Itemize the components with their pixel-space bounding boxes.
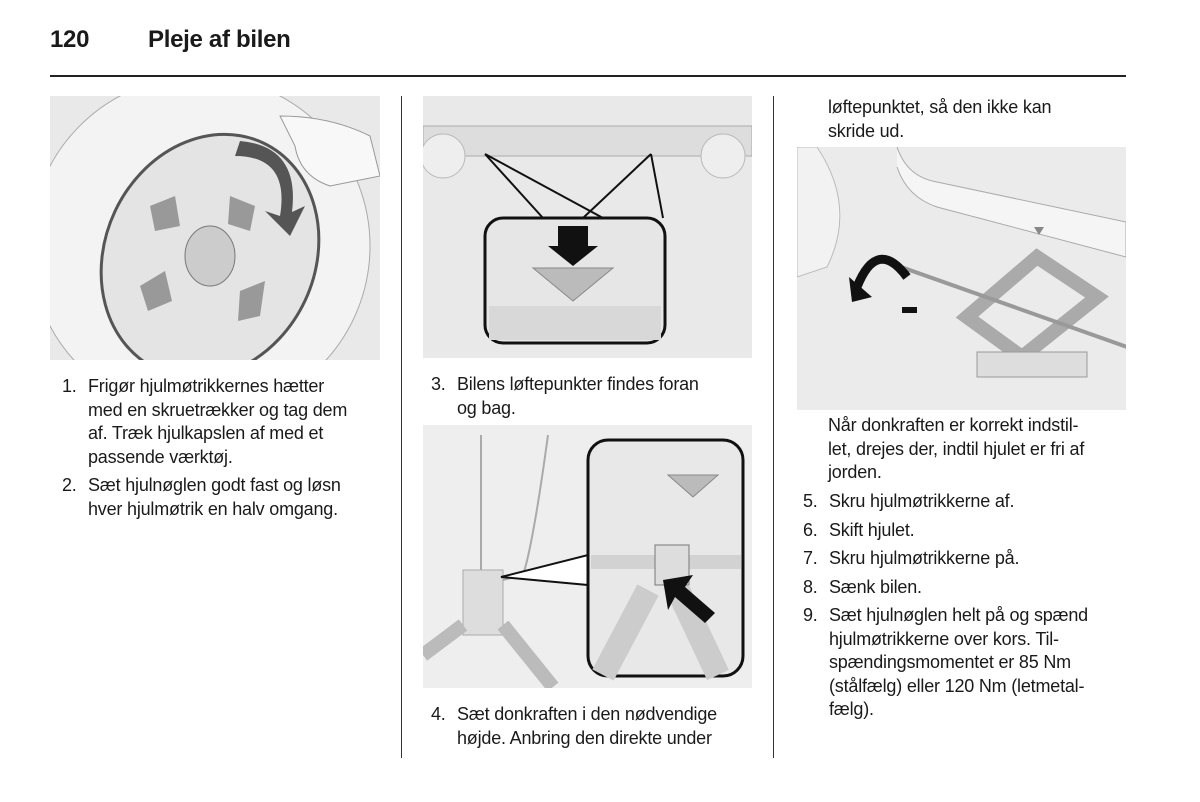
header-rule (50, 75, 1126, 77)
note-text: let, drejes der, indtil hjulet er fri af (828, 438, 1085, 459)
page-number: 120 (50, 26, 90, 53)
step-number: 2. (62, 475, 77, 495)
step-4: 4. Sæt donkraften i den nødvendige højde… (431, 703, 771, 755)
step-text: hver hjulmøtrik en halv omgang. (88, 498, 338, 519)
step-number: 1. (62, 376, 77, 396)
step-number: 4. (431, 704, 446, 724)
wheel-cap-removal-illustration (50, 96, 380, 360)
step-text: højde. Anbring den direkte under (457, 727, 712, 748)
step-number: 5. (803, 491, 818, 511)
list-item: 5. Skru hjulmøtrikkerne af. (803, 490, 1133, 514)
step-text: Sænk bilen. (829, 576, 922, 597)
jack-cranking-illustration (797, 147, 1126, 410)
step-text: skride ud. (828, 120, 905, 141)
list-item: 8. Sænk bilen. (803, 576, 1133, 600)
list-item: 9. Sæt hjulnøglen helt på og spænd hjulm… (803, 604, 1133, 722)
step-3: 3. Bilens løftepunkter findes foran og b… (431, 373, 761, 425)
list-item: 4. Sæt donkraften i den nødvendige højde… (431, 703, 771, 750)
step-text: Skru hjulmøtrikkerne af. (829, 491, 1015, 511)
step-number: 7. (803, 548, 818, 568)
list-item: 6. Skift hjulet. (803, 519, 1133, 543)
step-text: Sæt donkraften i den nødvendige (457, 704, 717, 724)
step-number: 6. (803, 519, 818, 540)
step-text: hjulmøtrikkerne over kors. Til- (829, 628, 1059, 649)
step-text: Sæt hjulnøglen godt fast og løsn (88, 475, 341, 495)
step-text: Sæt hjulnøglen helt på og spænd (829, 605, 1088, 625)
list-item: 1. Frigør hjulmøtrikkernes hætter med en… (62, 375, 392, 469)
step-text: Bilens løftepunkter findes foran (457, 374, 699, 394)
list-item: 7. Skru hjulmøtrikkerne på. (803, 547, 1133, 571)
note-text: Når donkraften er korrekt indstil- (828, 415, 1079, 435)
step-4-continuation: løftepunktet, så den ikke kan skride ud. (828, 96, 1128, 143)
step-text: Skru hjulmøtrikkerne på. (829, 548, 1020, 568)
note-text: jorden. (828, 462, 882, 482)
step-text: løftepunktet, så den ikke kan (828, 97, 1052, 117)
step-number: 3. (431, 374, 446, 394)
step-number: 9. (803, 605, 818, 625)
list-item: 2. Sæt hjulnøglen godt fast og løsn hver… (62, 474, 392, 521)
step-text: fælg). (829, 699, 874, 719)
lifting-points-illustration (423, 96, 752, 358)
step-text: Skift hjulet. (829, 519, 915, 540)
jack-position-illustration (423, 425, 752, 688)
steps-list-col1: 1. Frigør hjulmøtrikkernes hætter med en… (62, 375, 392, 526)
step-text: og bag. (457, 397, 516, 418)
step-text: spændingsmomentet er 85 Nm (829, 652, 1071, 672)
step-text: med en skruetrækker og tag dem (88, 399, 348, 420)
steps-list-col3: 5. Skru hjulmøtrikkerne af. 6. Skift hju… (803, 490, 1133, 727)
jack-note: Når donkraften er korrekt indstil- let, … (828, 414, 1128, 485)
step-text: passende værktøj. (88, 446, 233, 467)
step-text: (stålfælg) eller 120 Nm (letmetal- (829, 675, 1085, 696)
list-item: 3. Bilens løftepunkter findes foran og b… (431, 373, 761, 420)
step-number: 8. (803, 576, 818, 597)
column-divider (401, 96, 402, 758)
column-divider (773, 96, 774, 758)
step-text: af. Træk hjulkapslen af med et (88, 423, 324, 443)
page-title: Pleje af bilen (148, 26, 291, 53)
step-text: Frigør hjulmøtrikkernes hætter (88, 376, 325, 396)
